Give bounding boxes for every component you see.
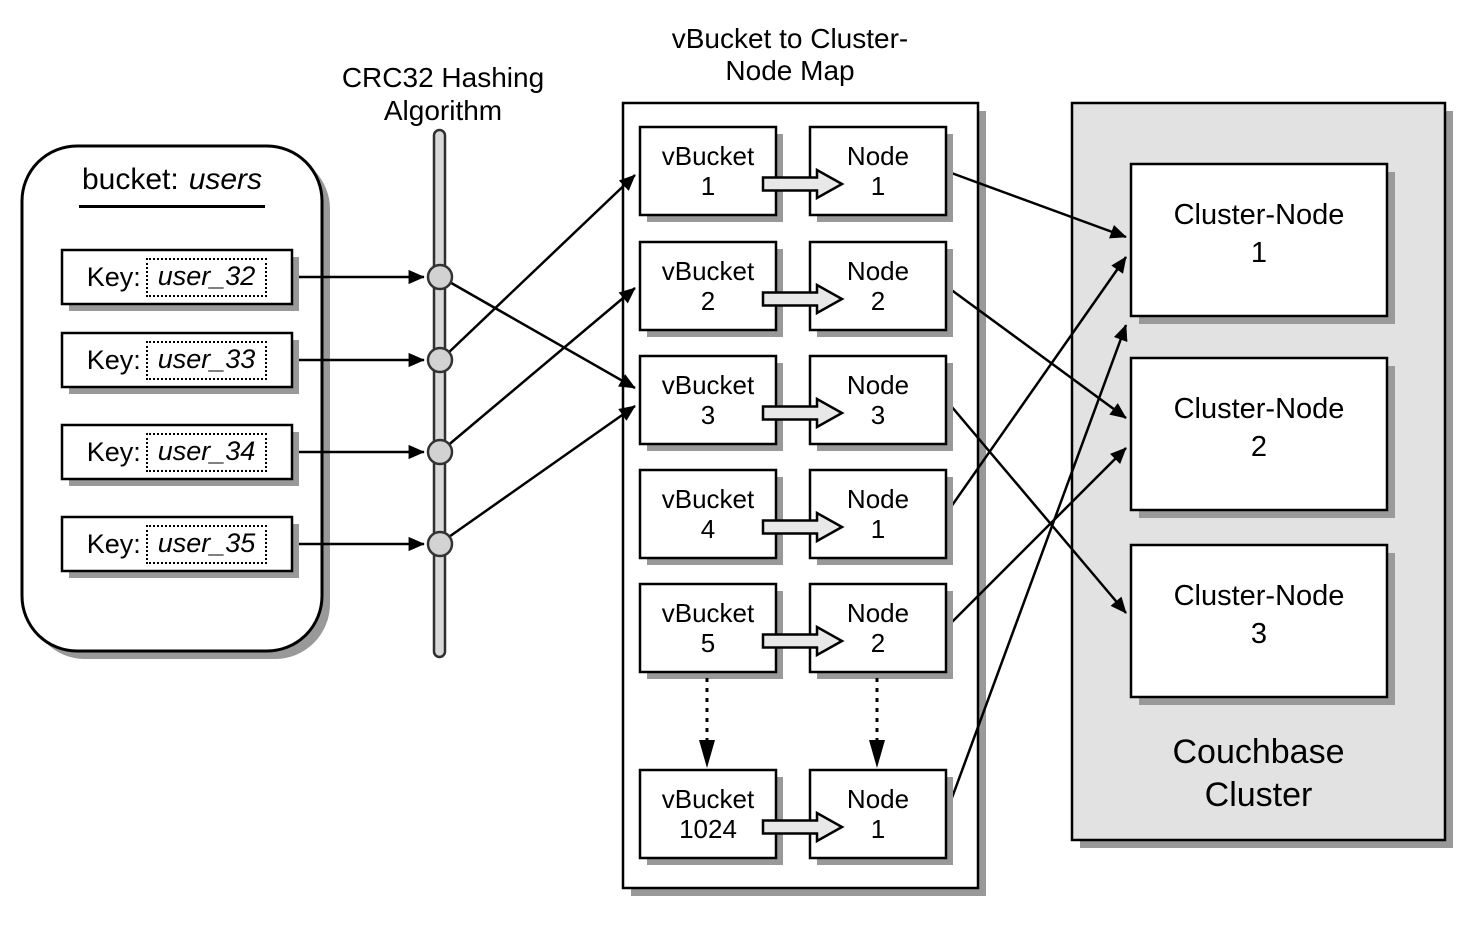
cluster-node-label: Cluster-Node (1173, 199, 1345, 231)
node-num: 3 (870, 400, 886, 430)
node-label: Node (846, 256, 910, 286)
vbucket-to-node-arrow-icons (761, 167, 845, 844)
cluster-node-num: 3 (1250, 618, 1268, 650)
vbucket-label: vBucket (661, 141, 755, 171)
vbucket-cell: vBucket 1 (640, 127, 776, 215)
bucket-container (20, 144, 330, 659)
vbucket-label: vBucket (661, 484, 755, 514)
node-label: Node (846, 784, 910, 814)
vbucket-cell: vBucket 2 (640, 242, 776, 330)
vbucket-boxes (638, 125, 783, 865)
key-label: Key: (86, 528, 141, 559)
key-row: Key: user_35 (62, 517, 292, 571)
key-value: user_32 (145, 257, 268, 297)
vbucket-num: 5 (700, 628, 716, 658)
cluster-node-3: Cluster-Node 3 (1131, 545, 1387, 685)
vbucket-cell: vBucket 3 (640, 356, 776, 444)
cluster-node-label: Cluster-Node (1173, 393, 1345, 425)
cluster-node-num: 1 (1250, 237, 1268, 269)
key-value: user_34 (145, 432, 268, 472)
node-num: 1 (870, 814, 886, 844)
cluster-caption-line1: Couchbase (1172, 733, 1345, 771)
cluster-caption-line2: Cluster (1204, 776, 1313, 814)
node-cell: Node 1 (810, 470, 946, 558)
key-label: Key: (86, 436, 141, 467)
ellipsis-arrow-icons (699, 678, 885, 768)
node-label: Node (846, 370, 910, 400)
vbucket-label: vBucket (661, 256, 755, 286)
cluster-node-boxes (1129, 162, 1395, 705)
vbucket-label: vBucket (661, 784, 755, 814)
bucket-title-value: users (188, 162, 263, 196)
hashing-label: CRC32 Hashing Algorithm (318, 60, 568, 128)
cluster-node-num: 2 (1250, 431, 1268, 463)
bucket-title: bucket: users (22, 160, 322, 210)
node-cell: Node 3 (810, 356, 946, 444)
hash-point-icons (426, 263, 454, 558)
node-num: 2 (870, 628, 886, 658)
cluster-caption: Couchbase Cluster (1072, 728, 1445, 820)
vbucket-cell: vBucket 5 (640, 584, 776, 672)
node-num: 1 (870, 171, 886, 201)
node-boxes (808, 125, 953, 865)
hashing-label-line2: Algorithm (383, 95, 503, 126)
key-label: Key: (86, 261, 141, 292)
key-label: Key: (86, 344, 141, 375)
key-to-hash-arrows (292, 269, 425, 552)
bucket-title-label: bucket: (81, 162, 179, 196)
vbucket-cell: vBucket 4 (640, 470, 776, 558)
vbucket-num: 1024 (679, 814, 737, 844)
key-value: user_35 (145, 524, 268, 564)
node-num: 2 (870, 286, 886, 316)
node-label: Node (846, 484, 910, 514)
vbucket-num: 2 (700, 286, 716, 316)
node-label: Node (846, 141, 910, 171)
map-title: vBucket to Cluster- Node Map (640, 22, 940, 88)
key-row: Key: user_32 (62, 250, 292, 304)
hash-bar (432, 128, 447, 659)
key-value: user_33 (145, 340, 268, 380)
node-cell: Node 2 (810, 584, 946, 672)
vbucket-num: 3 (700, 400, 716, 430)
vbucket-cell: vBucket 1024 (640, 770, 776, 858)
cluster-node-2: Cluster-Node 2 (1131, 358, 1387, 498)
node-to-cluster-arrows (944, 169, 1128, 815)
hashing-label-line1: CRC32 Hashing (341, 62, 545, 93)
node-cell: Node 2 (810, 242, 946, 330)
node-cell: Node 1 (810, 127, 946, 215)
key-row: Key: user_33 (62, 333, 292, 387)
vbucket-label: vBucket (661, 370, 755, 400)
key-row: Key: user_34 (62, 425, 292, 479)
cluster-node-1: Cluster-Node 1 (1131, 164, 1387, 304)
node-label: Node (846, 598, 910, 628)
node-cell: Node 1 (810, 770, 946, 858)
hash-to-vbucket-arrows (445, 174, 636, 541)
node-num: 1 (870, 514, 886, 544)
map-title-line2: Node Map (725, 55, 855, 86)
vbucket-num: 1 (700, 171, 716, 201)
vbucket-num: 4 (700, 514, 716, 544)
vbucket-label: vBucket (661, 598, 755, 628)
map-title-line1: vBucket to Cluster- (671, 23, 909, 54)
cluster-node-label: Cluster-Node (1173, 580, 1345, 612)
